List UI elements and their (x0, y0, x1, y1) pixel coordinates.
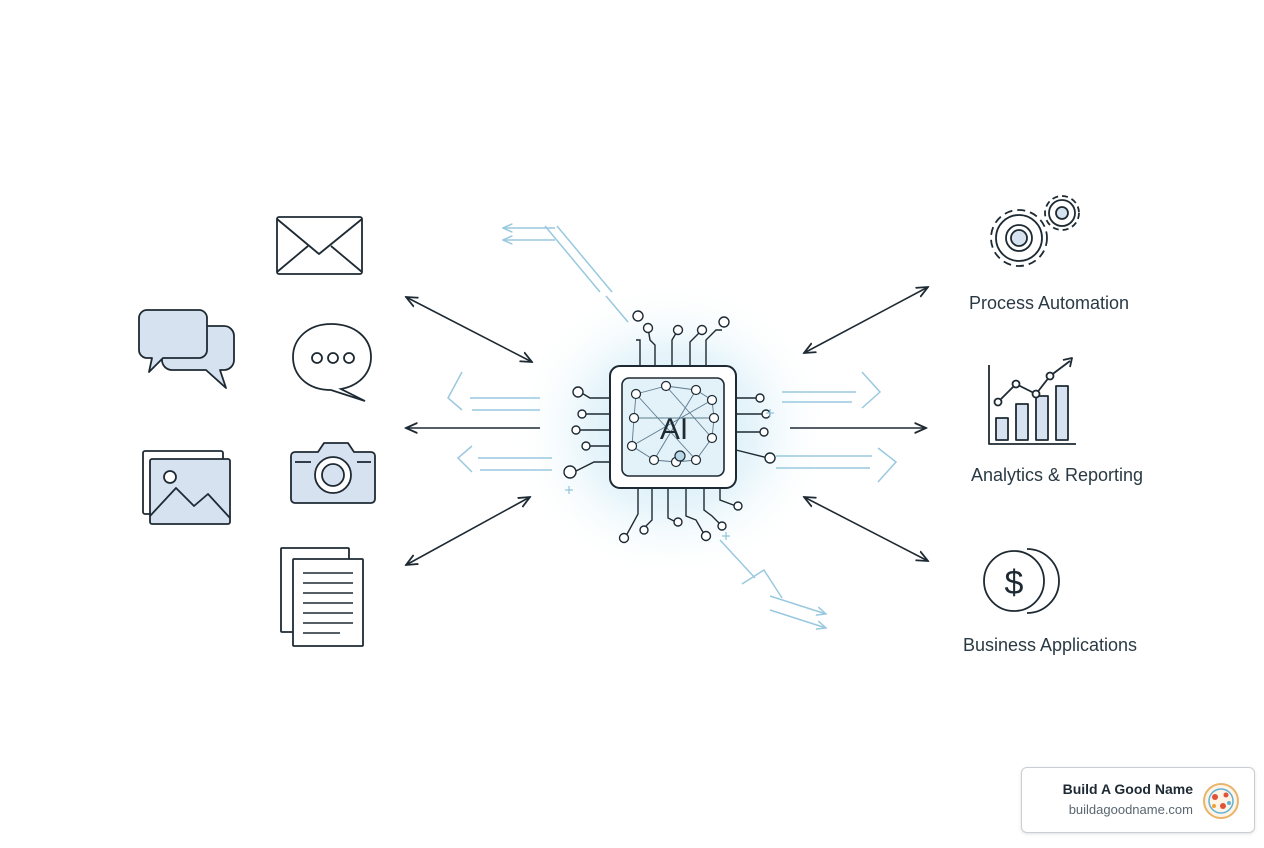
gears-icon (990, 195, 1080, 267)
sparkles (565, 409, 774, 540)
documents-icon (280, 547, 364, 647)
camera-icon (290, 442, 376, 504)
chip-pin-nodes (563, 310, 776, 544)
image-gallery-icon (142, 450, 231, 525)
chip-pins (573, 327, 769, 537)
brand-logo-icon (1203, 783, 1239, 819)
ai-label: AI (660, 413, 688, 446)
ai-chip: AI (563, 310, 776, 544)
arrow-top-right (804, 287, 928, 353)
neural-nodes (626, 380, 720, 468)
output-label-analytics: Analytics & Reporting (971, 465, 1143, 485)
flow-arrows (447, 226, 898, 628)
arrow-bottom-right (804, 497, 928, 561)
speech-bubble-icon (292, 323, 372, 402)
output-label-business-applications: Business Applications (963, 635, 1137, 655)
output-label-process-automation: Process Automation (969, 293, 1129, 313)
chat-bubbles-icon (138, 309, 235, 389)
envelope-icon (276, 216, 363, 275)
brand-name: Build A Good Name (1062, 781, 1193, 797)
brand-url[interactable]: buildagoodname.com (1068, 802, 1193, 817)
svg-text:$: $ (1005, 564, 1024, 602)
chip-core (621, 377, 725, 477)
growth-chart-icon (988, 357, 1076, 445)
arrow-bottom-left (406, 497, 530, 565)
arrow-top-left (406, 297, 532, 362)
connector-arrows (406, 287, 928, 565)
dollar-coin-icon: $ (983, 548, 1060, 614)
brand-badge[interactable]: Build A Good Name buildagoodname.com (1021, 767, 1255, 833)
